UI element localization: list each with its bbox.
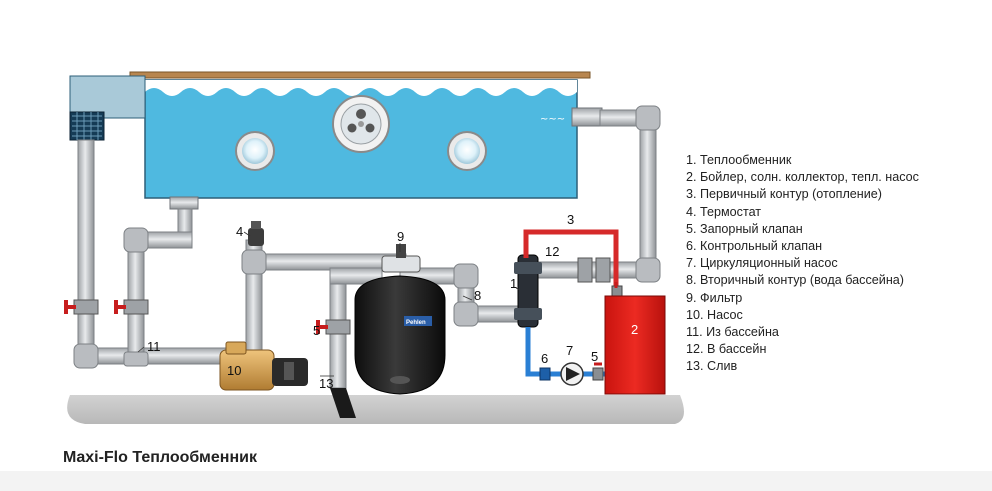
legend-item: 10. Насос bbox=[686, 307, 743, 322]
callout-8: 8 bbox=[474, 288, 481, 303]
legend-item: 4. Термостат bbox=[686, 204, 762, 219]
valve-skimmer bbox=[64, 299, 99, 315]
legend-item: 12. В бассейн bbox=[686, 342, 767, 357]
valve-secondary bbox=[592, 362, 604, 381]
valve-main-drain bbox=[114, 299, 149, 315]
waste-outlet bbox=[330, 388, 356, 418]
main-drain bbox=[169, 196, 199, 210]
bottom-band bbox=[0, 471, 992, 491]
callout-6: 6 bbox=[541, 351, 548, 366]
callout-9: 9 bbox=[397, 229, 404, 244]
legend-item: 9. Фильтр bbox=[686, 290, 743, 305]
legend-item: 6. Контрольный клапан bbox=[686, 239, 823, 254]
legend-item: 8. Вторичный контур (вода бассейна) bbox=[686, 273, 904, 288]
valve-waste bbox=[316, 319, 351, 335]
circulation-pump bbox=[560, 362, 584, 386]
callout-3: 3 bbox=[567, 212, 574, 227]
callout-1: 1 bbox=[510, 276, 517, 291]
sand-filter: Pehlen bbox=[354, 244, 446, 395]
legend-item: 11. Из бассейна bbox=[686, 325, 779, 340]
boiler bbox=[604, 295, 666, 395]
legend: 1. Теплообменник 2. Бойлер, солн. коллект… bbox=[686, 152, 919, 376]
callout-13: 13 bbox=[319, 376, 333, 391]
ground bbox=[67, 395, 684, 424]
callout-7: 7 bbox=[566, 343, 573, 358]
thermostat bbox=[248, 221, 264, 246]
pool-deck bbox=[129, 71, 591, 79]
callout-10: 10 bbox=[227, 363, 241, 378]
callout-5-waste: 5 bbox=[313, 323, 320, 338]
filter-brand-label: Pehlen bbox=[406, 320, 426, 326]
callout-12: 12 bbox=[545, 244, 559, 259]
pool-heat-exchanger-diagram: ~~~ bbox=[64, 71, 684, 424]
callout-5-secondary: 5 bbox=[591, 349, 598, 364]
callout-2: 2 bbox=[631, 322, 638, 337]
water-surface bbox=[145, 80, 577, 96]
leader-lines bbox=[137, 231, 521, 377]
jet-stream-unit bbox=[332, 95, 390, 153]
heat-exchanger bbox=[514, 254, 542, 328]
valve-pool-return bbox=[577, 257, 611, 283]
primary-circuit bbox=[523, 229, 619, 292]
legend-item: 2. Бойлер, солн. коллектор, тепл. насос bbox=[686, 170, 919, 185]
skimmer bbox=[69, 75, 146, 119]
return-nozzle bbox=[571, 107, 603, 127]
legend-item: 3. Первичный контур (отопление) bbox=[686, 187, 882, 202]
legend-item: 5. Запорный клапан bbox=[686, 221, 803, 236]
pool-light-right bbox=[447, 131, 487, 171]
pool-pump bbox=[219, 341, 308, 391]
legend-item: 7. Циркуляционный насос bbox=[686, 256, 838, 271]
callout-4: 4 bbox=[236, 224, 243, 239]
pool-light-left bbox=[235, 131, 275, 171]
diagram-caption: Maxi-Flo Теплообменник bbox=[63, 449, 257, 466]
legend-item: 1. Теплообменник bbox=[686, 153, 792, 167]
legend-item: 13. Слив bbox=[686, 359, 738, 374]
callout-11: 11 bbox=[147, 339, 161, 354]
svg-text:~~~: ~~~ bbox=[540, 114, 565, 125]
check-valve bbox=[539, 367, 551, 381]
